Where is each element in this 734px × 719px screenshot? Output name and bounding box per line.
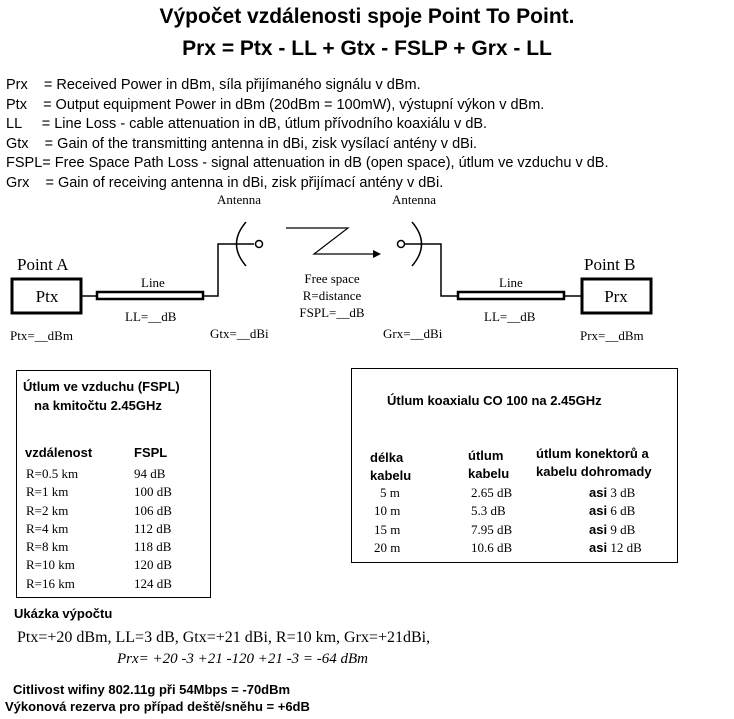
ll-left-label: LL=__dB [125, 309, 177, 324]
table-row: R=10 km [26, 557, 75, 573]
table-row: R=4 km [26, 520, 69, 536]
antenna-left-icon [235, 221, 247, 267]
table-cell: 7.95 dB [471, 521, 513, 537]
coax-attenuation-column: 2.65 dB 5.3 dB 7.95 dB 10.6 dB [471, 484, 512, 557]
cable-left [95, 290, 205, 301]
table-cell: 94 dB [134, 466, 166, 481]
table-cell: asi 3 dB [589, 484, 642, 502]
coax-col-attenuation: útlum kabelu [468, 447, 509, 483]
sensitivity-note: Citlivost wifiny 802.11g při 54Mbps = -7… [13, 682, 291, 697]
example-result-line: Prx= +20 -3 +21 -120 +21 -3 = -64 dBm [117, 651, 368, 667]
ll-right-label: LL=__dB [484, 309, 536, 324]
table-row: R=1 km [26, 484, 69, 500]
coax-total-value: 3 dB [610, 485, 636, 500]
coax-table: Útlum koaxialu CO 100 na 2.45GHz délka k… [351, 368, 678, 563]
table-cell: 10.6 dB [471, 539, 513, 555]
asi-label: asi [589, 539, 608, 555]
line-right-label: Line [499, 275, 523, 290]
table-row: R=8 km [26, 539, 69, 555]
table-cell: asi 12 dB [589, 539, 642, 557]
table-row: 10 m [374, 503, 401, 519]
antenna-left-feed-icon [254, 239, 264, 249]
point-b-label: Point B [584, 255, 636, 274]
definition-ll: LL = Line Loss - cable attenuation in dB… [6, 116, 488, 133]
table-row: R=0.5 km [26, 466, 79, 481]
line-left-label: Line [141, 275, 165, 290]
table-cell: asi 9 dB [589, 521, 642, 539]
coax-total-value: 9 dB [610, 521, 636, 537]
fspl-col-fspl: FSPL [134, 445, 168, 460]
free-space-label: Free space [304, 271, 359, 286]
table-cell: 5.3 dB [471, 503, 506, 519]
prx-box-label: Prx [604, 287, 628, 306]
page-title: Výpočet vzdálenosti spoje Point To Point… [159, 5, 575, 28]
table-cell: 112 dB [134, 520, 172, 536]
definition-grx: Grx = Gain of receiving antenna in dBi, … [6, 174, 444, 191]
table-cell: 2.65 dB [471, 485, 513, 500]
fspl-col-distance: vzdálenost [25, 445, 93, 460]
antenna-left-label: Antenna [217, 192, 261, 207]
coax-table-title: Útlum koaxialu CO 100 na 2.45GHz [387, 393, 602, 408]
feed-left [203, 243, 254, 297]
table-row: 5 m [380, 485, 400, 500]
coax-total-value: 6 dB [610, 503, 636, 519]
cable-right [456, 290, 566, 301]
coax-col-attenuation-line2: kabelu [468, 466, 510, 481]
coax-total-column: asi 3 dB asi 6 dB asi 9 dB asi 12 dB [589, 484, 642, 557]
example-heading: Ukázka výpočtu [14, 606, 113, 621]
coax-total-value: 12 dB [610, 539, 642, 555]
definition-gtx: Gtx = Gain of the transmitting antenna i… [6, 135, 478, 152]
coax-col-total-line2: kabelu dohromady [536, 464, 652, 479]
definition-ptx: Ptx = Output equipment Power in dBm (20d… [6, 96, 545, 113]
table-row: 15 m [374, 521, 401, 537]
fspl-table-title: Útlum ve vzduchu (FSPL) [23, 379, 180, 394]
fspl-table-subtitle: na kmitočtu 2.45GHz [34, 398, 162, 413]
coax-col-total: útlum konektorů a kabelu dohromady [536, 445, 652, 481]
formula: Prx = Ptx - LL + Gtx - FSLP + Grx - LL [182, 37, 552, 60]
table-cell: 100 dB [134, 484, 172, 500]
definition-prx: Prx = Received Power in dBm, síla přijím… [6, 77, 421, 93]
coax-col-attenuation-line1: útlum [468, 448, 504, 463]
margin-note: Výkonová rezerva pro případ deště/sněhu … [5, 699, 310, 714]
coax-col-length-line2: kabelu [370, 468, 412, 483]
fspl-distance-column: R=0.5 km R=1 km R=2 km R=4 km R=8 km R=1… [26, 465, 78, 593]
table-row: R=2 km [26, 502, 69, 518]
table-cell: asi 6 dB [589, 502, 642, 520]
coax-col-length-line1: délka [370, 450, 404, 465]
radio-wave-arrow-icon [286, 227, 373, 255]
table-row: R=16 km [26, 575, 75, 591]
fspl-label: FSPL=__dB [299, 305, 364, 320]
feed-right [405, 243, 458, 297]
table-cell: 106 dB [134, 502, 172, 518]
gtx-value-label: Gtx=__dBi [210, 326, 269, 341]
example-input-line: Ptx=+20 dBm, LL=3 dB, Gtx=+21 dBi, R=10 … [17, 629, 431, 646]
coax-col-total-line1: útlum konektorů a [536, 446, 649, 461]
table-cell: 120 dB [134, 557, 172, 573]
antenna-right-label: Antenna [392, 192, 436, 207]
antenna-right-icon [411, 221, 423, 267]
table-cell: 124 dB [134, 575, 172, 591]
distance-label: R=distance [303, 288, 362, 303]
definition-fspl: FSPL= Free Space Path Loss - signal atte… [6, 155, 609, 172]
definitions-list: Prx = Received Power in dBm, síla přijím… [6, 76, 609, 194]
fspl-table: Útlum ve vzduchu (FSPL) na kmitočtu 2.45… [16, 370, 211, 598]
table-cell: 118 dB [134, 539, 172, 555]
table-row: 20 m [374, 539, 401, 555]
fspl-value-column: 94 dB 100 dB 106 dB 112 dB 118 dB 120 dB… [134, 465, 172, 593]
point-a-label: Point A [17, 255, 69, 274]
ptx-value-label: Ptx=__dBm [10, 328, 73, 343]
antenna-right-feed-icon [396, 239, 406, 249]
asi-label: asi [589, 521, 608, 537]
asi-label: asi [589, 485, 608, 500]
coax-col-length: délka kabelu [370, 449, 411, 485]
asi-label: asi [589, 503, 608, 519]
grx-value-label: Grx=__dBi [383, 326, 443, 341]
prx-value-label: Prx=__dBm [580, 328, 644, 343]
radio-wave-arrowhead-icon [373, 250, 381, 258]
ptx-box-label: Ptx [36, 287, 59, 306]
coax-length-column: 5 m 10 m 15 m 20 m [374, 484, 400, 557]
